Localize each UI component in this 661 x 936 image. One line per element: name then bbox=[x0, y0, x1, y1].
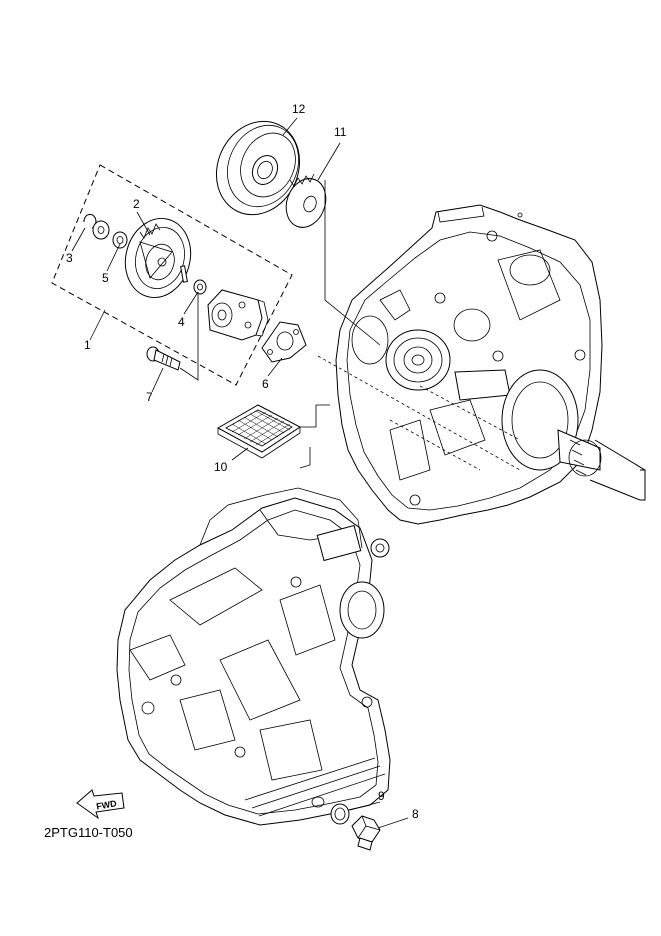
part-5-washer-drawing bbox=[92, 220, 128, 249]
part-2-pump-gear-drawing bbox=[124, 217, 192, 299]
callout-1: 1 bbox=[84, 338, 91, 352]
part-8-drain-plug-drawing bbox=[351, 815, 381, 851]
callout-11: 11 bbox=[334, 125, 347, 139]
callout-9: 9 bbox=[378, 789, 385, 803]
part-4-washer-drawing bbox=[193, 279, 207, 295]
callout-10: 10 bbox=[214, 460, 228, 474]
callout-3: 3 bbox=[66, 251, 73, 265]
callout-6: 6 bbox=[262, 377, 269, 391]
callout-2: 2 bbox=[133, 197, 140, 211]
lower-crankcase-drawing bbox=[116, 487, 391, 826]
callout-5: 5 bbox=[102, 271, 109, 285]
pump-body-drawing bbox=[207, 289, 269, 341]
callout-labels: 12 11 2 3 5 4 1 6 7 10 9 8 bbox=[66, 102, 419, 821]
callout-8: 8 bbox=[412, 807, 419, 821]
part-12-rotor-drawing bbox=[215, 120, 301, 216]
part-7-bolt-drawing bbox=[146, 346, 181, 371]
diagram-code: 2PTG110-T050 bbox=[44, 825, 133, 840]
part-10-strainer-drawing bbox=[216, 404, 301, 459]
pin-drawing bbox=[180, 265, 188, 283]
callout-7: 7 bbox=[146, 390, 153, 404]
assembly-1-dashed-box bbox=[51, 164, 293, 386]
upper-crankcase-drawing bbox=[335, 204, 646, 525]
part-6-gasket-drawing bbox=[261, 321, 307, 363]
part-11-gear-drawing bbox=[285, 173, 327, 228]
leader-lines bbox=[71, 117, 409, 829]
callout-4: 4 bbox=[178, 315, 185, 329]
callout-12: 12 bbox=[292, 102, 306, 116]
fwd-label: FWD bbox=[95, 798, 117, 811]
fwd-arrow-icon: FWD bbox=[76, 789, 125, 820]
part-9-gasket-drawing bbox=[330, 803, 350, 825]
